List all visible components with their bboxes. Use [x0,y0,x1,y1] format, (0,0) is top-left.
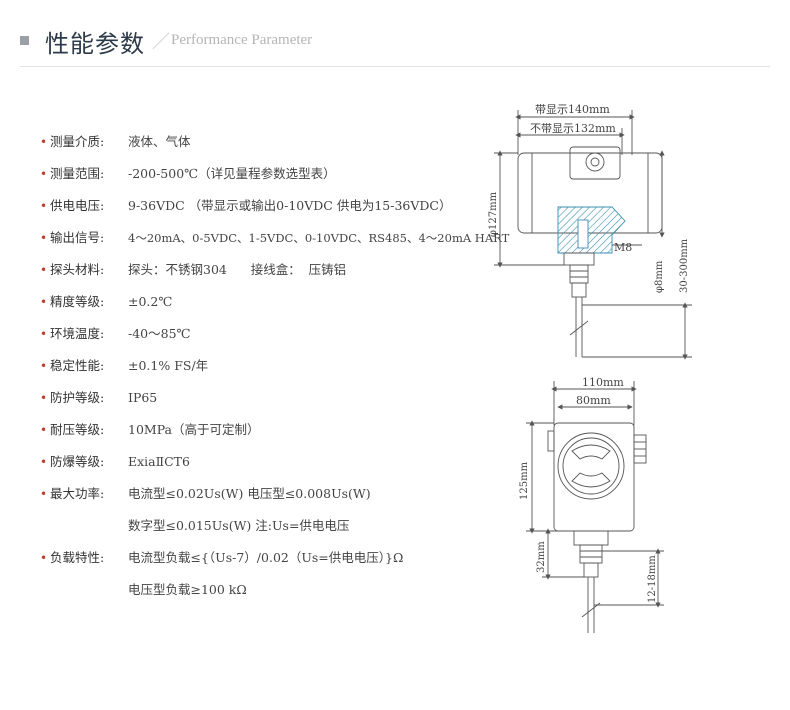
section-header: 性能参数 ／ Performance Parameter [20,22,770,67]
param-value: 电压型负载≥100 kΩ [128,582,247,597]
bullet-icon: • [40,487,48,501]
param-value: ExiaⅡCT6 [128,454,190,469]
param-row-continued: 数字型≤0.015Us(W) 注:Us=供电电压 [38,510,498,542]
probe-diameter: φ8mm [654,260,665,293]
param-row: •稳定性能: ±0.1% FS/年 [38,350,498,382]
bullet-icon: • [40,423,48,437]
param-value: IP65 [128,390,158,405]
parameter-list: •测量介质:液体、气体 •测量范围:-200-500℃（详见量程参数选型表） •… [38,126,509,606]
title-separator: ／ [152,32,170,53]
param-value: 10MPa（高于可定制） [128,422,260,437]
param-row: •耐压等级: 10MPa（高于可定制） [38,414,498,446]
param-label: 输出信号: [50,230,105,245]
bullet-icon: • [40,295,48,309]
dim-width-total: 110mm [582,376,624,389]
header-square-icon [20,36,29,45]
param-value: 液体、气体 [128,134,191,149]
dim-neck: 32mm [536,541,547,573]
bullet-icon: • [40,327,48,341]
param-value: 探头：不锈钢304 接线盒： 压铸铝 [128,262,347,277]
param-label: 供电电压: [50,198,105,213]
param-label: 耐压等级: [50,422,105,437]
param-row: •探头材料: 探头：不锈钢304 接线盒： 压铸铝 [38,254,498,286]
bullet-icon: • [40,391,48,405]
technical-drawing: 带显示140mm 不带显示132mm φ127mm M8 φ8mm 30-300… [488,103,692,633]
dim-height-front: 125mm [519,461,530,500]
dim-display: 带显示140mm [535,103,610,116]
bullet-icon: • [40,231,48,245]
param-label: 防爆等级: [50,454,105,469]
section-subtitle: Performance Parameter [171,32,313,48]
param-label: 探头材料: [50,262,105,277]
param-value: 电流型负载≤{（Us-7）/0.02（Us=供电电压）}Ω [128,550,404,565]
thread-label: M8 [614,241,632,254]
param-value: 电流型≤0.02Us(W) 电压型≤0.008Us(W) [128,486,371,501]
dim-height: φ127mm [488,191,499,237]
front-view-drawing [526,381,664,633]
bullet-icon: • [40,551,48,565]
param-label: 稳定性能: [50,358,105,373]
param-row: •负载特性: 电流型负载≤{（Us-7）/0.02（Us=供电电压）}Ω [38,542,498,574]
bullet-icon: • [40,455,48,469]
bullet-icon: • [40,167,48,181]
bullet-icon: • [40,135,48,149]
param-label: 精度等级: [50,294,105,309]
param-row: •防护等级: IP65 [38,382,498,414]
probe-length: 30-300mm [679,238,690,293]
param-row: •供电电压: 9-36VDC （带显示或输出0-10VDC 供电为15-36VDC… [38,190,498,222]
param-row: •测量范围: -200-500℃（详见量程参数选型表） [38,158,498,190]
param-row-continued: 电压型负载≥100 kΩ [38,574,498,606]
side-view-drawing [494,110,692,360]
param-value: -200-500℃（详见量程参数选型表） [128,166,336,181]
bullet-icon: • [40,359,48,373]
param-value: 9-36VDC （带显示或输出0-10VDC 供电为15-36VDC） [128,198,452,213]
param-value: ±0.2℃ [128,294,173,309]
param-row: •测量介质: 液体、气体 [38,126,498,158]
param-row: •输出信号: 4～20mA、0-5VDC、1-5VDC、0-10VDC、RS485… [38,222,509,254]
dim-no-display: 不带显示132mm [530,122,616,135]
dim-thread-length: 12-18mm [647,555,658,603]
param-row: •最大功率: 电流型≤0.02Us(W) 电压型≤0.008Us(W) [38,478,498,510]
param-label: 测量范围: [50,166,105,181]
param-row: •防爆等级: ExiaⅡCT6 [38,446,498,478]
param-label: 最大功率: [50,486,105,501]
param-label: 环境温度: [50,326,105,341]
param-label: 负载特性: [50,550,105,565]
param-value: 数字型≤0.015Us(W) 注:Us=供电电压 [128,518,350,533]
bullet-icon: • [40,199,48,213]
param-value: -40～85℃ [128,326,191,341]
section-title: 性能参数 [45,30,145,58]
param-value: ±0.1% FS/年 [128,358,209,373]
dim-width-body: 80mm [576,394,611,407]
param-label: 测量介质: [50,134,105,149]
param-label: 防护等级: [50,390,105,405]
param-row: •精度等级: ±0.2℃ [38,286,498,318]
param-row: •环境温度: -40～85℃ [38,318,498,350]
param-value: 4～20mA、0-5VDC、1-5VDC、0-10VDC、RS485、4～20m… [128,231,510,245]
bullet-icon: • [40,263,48,277]
